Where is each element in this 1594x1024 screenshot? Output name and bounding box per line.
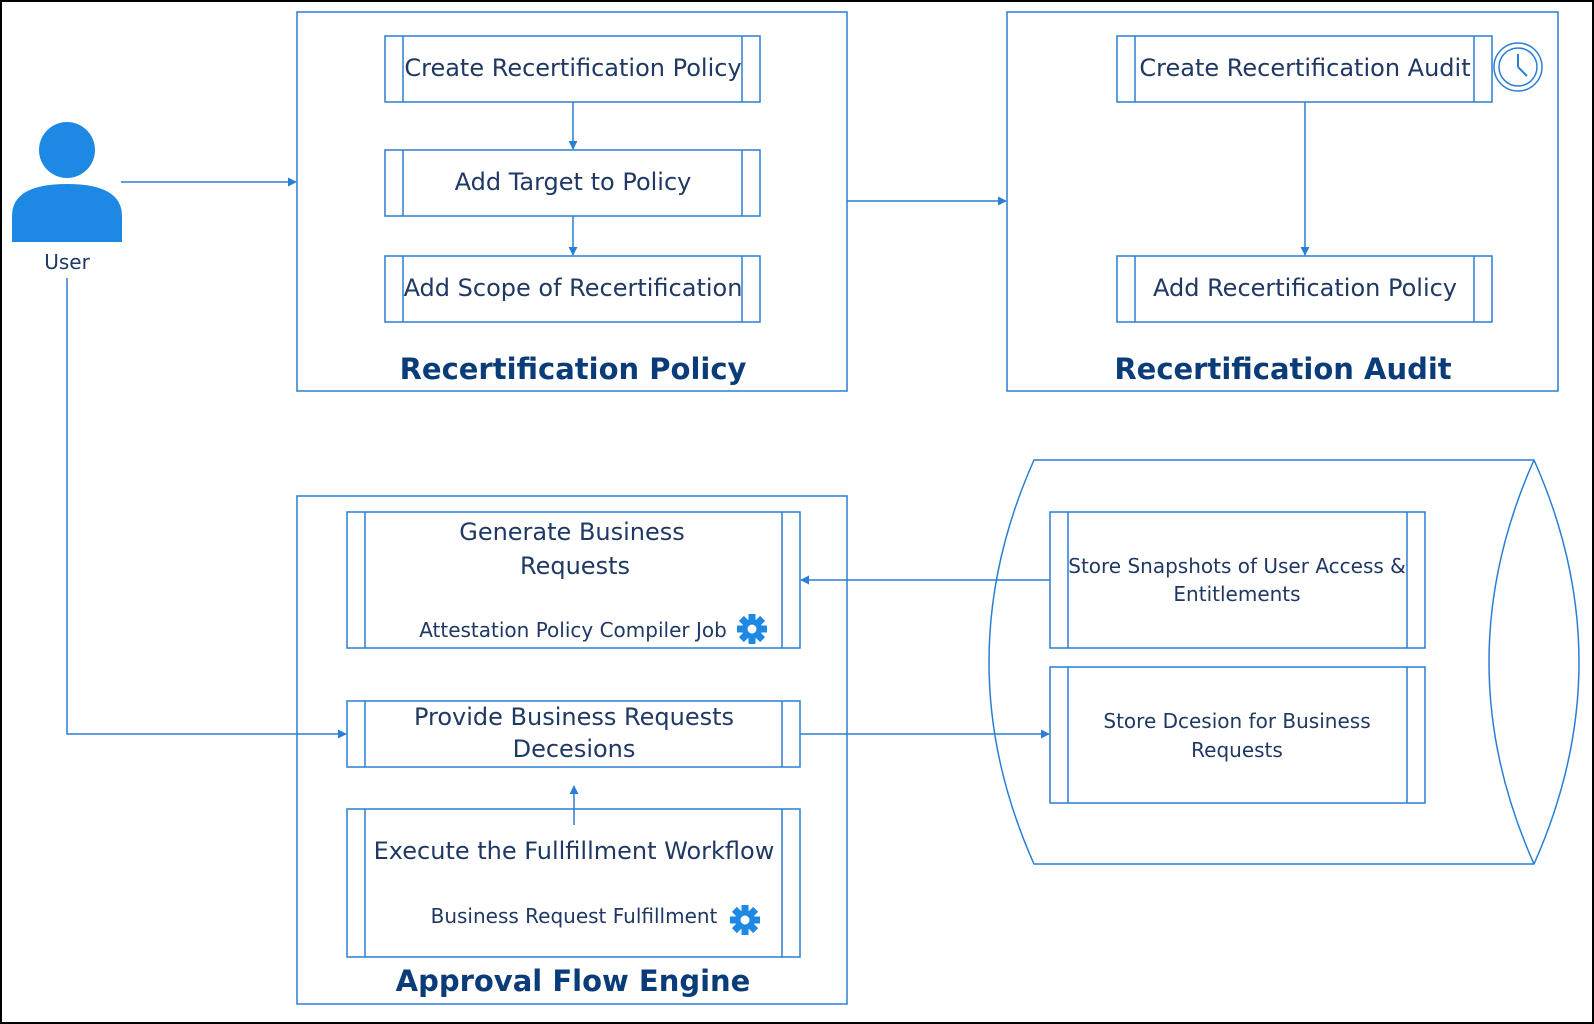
group-recertification-policy: Create Recertification Policy Add Target… — [296, 11, 848, 392]
step-generate-requests[interactable]: Generate Business Requests Attestation P… — [346, 511, 801, 649]
step-add-scope[interactable]: Add Scope of Recertification — [384, 255, 761, 323]
step-label-line1: Provide Business Requests — [414, 703, 734, 731]
store-label-line1: Store Snapshots of User Access & — [1068, 554, 1406, 578]
step-label-line2: Decesions — [513, 735, 636, 763]
group-recertification-audit: Create Recertification Audit Add Recerti… — [1006, 11, 1559, 392]
step-provide-decisions[interactable]: Provide Business Requests Decesions — [346, 700, 801, 768]
group-approval-flow-engine: Generate Business Requests Attestation P… — [296, 495, 848, 1005]
step-create-audit[interactable]: Create Recertification Audit — [1116, 35, 1493, 103]
cylinder-inner-arc — [1488, 459, 1535, 865]
step-execute-workflow[interactable]: Execute the Fullfillment Workflow Busine… — [346, 808, 801, 958]
step-create-policy[interactable]: Create Recertification Policy — [384, 35, 761, 103]
gear-icon — [737, 614, 767, 644]
clock-icon — [1493, 42, 1543, 92]
step-label-line2: Requests — [520, 552, 630, 580]
group-title: Approval Flow Engine — [396, 964, 751, 998]
group-title: Recertification Policy — [400, 352, 747, 386]
store-decision[interactable]: Store Dcesion for Business Requests — [1049, 666, 1426, 804]
step-sublabel: Attestation Policy Compiler Job — [419, 618, 727, 642]
step-label: Execute the Fullfillment Workflow — [374, 837, 775, 865]
step-label: Add Scope of Recertification — [404, 274, 743, 302]
arrow-user-to-provide — [66, 278, 347, 739]
step-label-line1: Generate Business — [459, 518, 685, 546]
gear-icon — [730, 905, 760, 935]
store-label-line2: Entitlements — [1173, 582, 1300, 606]
group-box — [1006, 11, 1559, 392]
step-label: Add Recertification Policy — [1153, 274, 1457, 302]
group-box — [296, 495, 848, 1005]
store-label-line2: Requests — [1191, 738, 1283, 762]
step-add-policy[interactable]: Add Recertification Policy — [1116, 255, 1493, 323]
step-sublabel: Business Request Fulfillment — [431, 904, 718, 928]
store-snapshots[interactable]: Store Snapshots of User Access & Entitle… — [1049, 511, 1426, 649]
connectors — [66, 102, 1310, 825]
user-label: User — [44, 250, 90, 274]
store-label-line1: Store Dcesion for Business — [1103, 709, 1370, 733]
group-title: Recertification Audit — [1114, 352, 1451, 386]
data-store: Store Snapshots of User Access & Entitle… — [988, 459, 1580, 865]
step-label: Create Recertification Audit — [1139, 54, 1470, 82]
user-icon — [12, 122, 122, 242]
step-label: Add Target to Policy — [455, 168, 692, 196]
user-actor[interactable]: User — [12, 122, 122, 274]
step-label: Create Recertification Policy — [404, 54, 741, 82]
step-add-target[interactable]: Add Target to Policy — [384, 149, 761, 217]
